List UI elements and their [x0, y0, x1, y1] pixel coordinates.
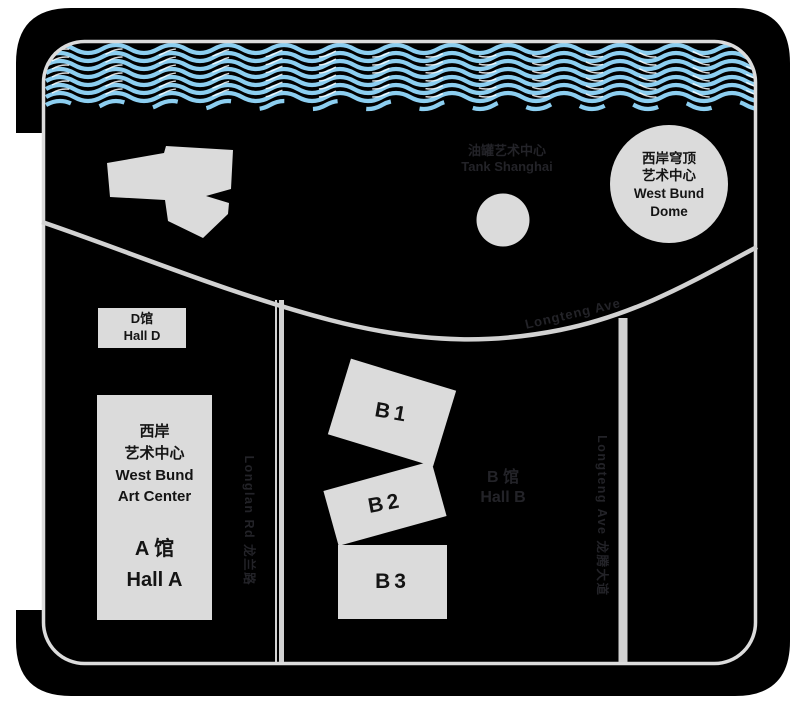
dome-label-line: 西岸穹顶	[642, 150, 696, 166]
hall-b1-label: B1	[372, 397, 412, 427]
hall-b-group-label: B 馆 Hall B	[467, 468, 539, 508]
hall-a-title-line: Art Center	[117, 488, 192, 506]
longteng-avenue-road	[41, 219, 759, 342]
hall-b2-label: B2	[365, 488, 405, 518]
longlan-rd-vertical-label: Longlan Rd 龙兰路	[241, 455, 256, 587]
hall-a-building: 西岸 艺术中心 West Bund Art Center A 馆 Hall A	[97, 395, 212, 620]
tank-circle	[476, 193, 530, 247]
dome-label-line: 艺术中心	[642, 168, 696, 184]
tank-label-line: Tank Shanghai	[461, 159, 553, 175]
hall-a-title-line: 艺术中心	[124, 444, 185, 462]
map-outline	[41, 39, 758, 666]
hall-d-building: D馆 Hall D	[98, 308, 186, 348]
west-bund-museum-building	[107, 146, 233, 238]
tank-label-line: 油罐艺术中心	[467, 143, 546, 158]
dome-label-line: Dome	[650, 203, 688, 219]
longteng-ave-vertical-label: Longteng Ave 龙腾大道	[594, 435, 609, 597]
roads	[41, 219, 759, 662]
hall-a-name-line: A 馆	[134, 538, 175, 560]
dome-circle	[610, 125, 728, 243]
hall-a-title-line: 西岸	[139, 423, 170, 440]
hall-b-group-line: Hall B	[480, 489, 526, 506]
dome-label: 西岸穹顶 艺术中心 West Bund Dome	[610, 127, 728, 243]
hall-a-title-line: West Bund	[115, 466, 194, 484]
hall-a-name: A 馆 Hall A	[127, 534, 183, 596]
dome-label-line: West Bund	[633, 186, 705, 201]
hall-b3-building: B3	[338, 545, 447, 619]
hall-b-group-line: B 馆	[486, 469, 519, 486]
hall-d-label: Hall D	[123, 328, 161, 343]
tank-shanghai-label: 油罐艺术中心 Tank Shanghai	[448, 143, 566, 176]
hall-a-title: 西岸 艺术中心 West Bund Art Center	[115, 421, 193, 508]
hall-b3-label: B3	[375, 570, 410, 593]
hall-a-name-line: Hall A	[126, 569, 183, 591]
hall-d-label: D馆	[130, 311, 154, 327]
